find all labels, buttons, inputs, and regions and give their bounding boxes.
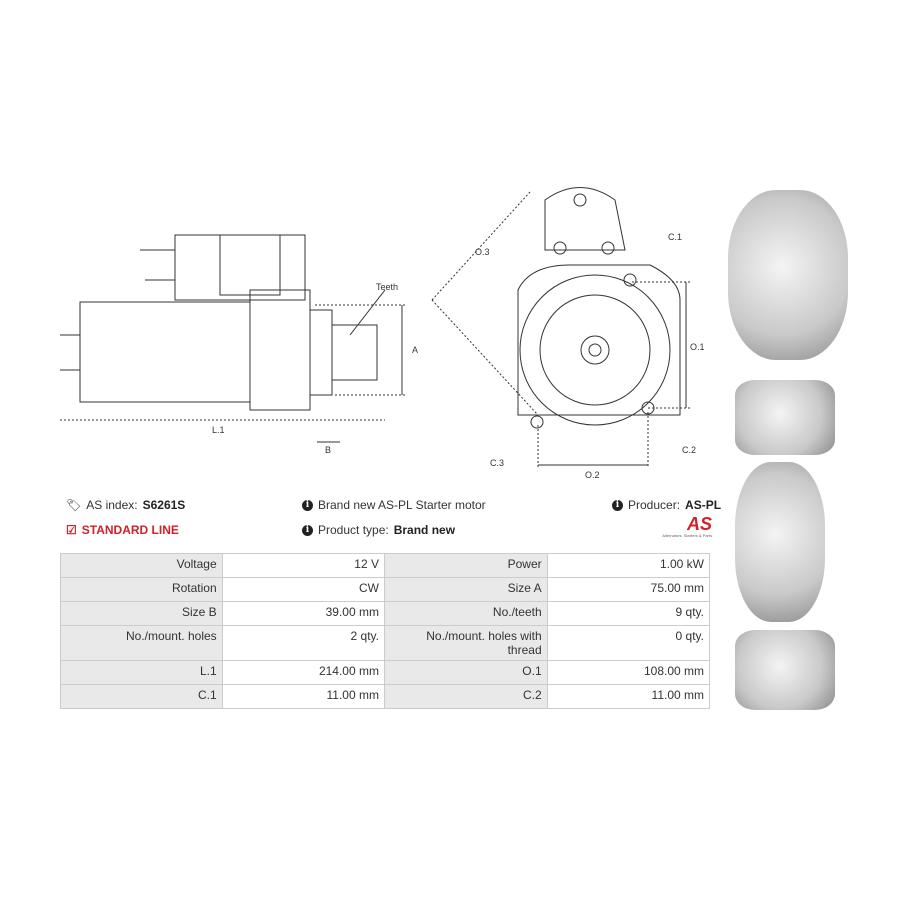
- spec-value: 39.00 mm: [221, 601, 385, 626]
- spec-label: No./mount. holes: [60, 625, 223, 661]
- side-view-drawing: [60, 234, 405, 443]
- info-icon: i: [612, 499, 623, 511]
- spec-value: 0 qty.: [546, 625, 711, 661]
- spec-value: 9 qty.: [546, 601, 711, 626]
- spec-label: Size B: [60, 601, 223, 626]
- tag-icon: 🏷: [66, 498, 82, 512]
- spec-label: C.2: [383, 684, 548, 709]
- front-view-drawing: [431, 187, 690, 467]
- label-c1: C.1: [668, 232, 682, 242]
- standard-line-label: STANDARD LINE: [81, 523, 179, 537]
- standard-line: ☑ STANDARD LINE: [66, 523, 179, 537]
- info-icon: i: [302, 524, 313, 536]
- spec-value: 11.00 mm: [546, 684, 711, 709]
- spec-label: Voltage: [60, 553, 223, 578]
- as-index: 🏷 AS index: S6261S: [66, 498, 185, 512]
- product-photo-rear[interactable]: [735, 462, 825, 622]
- spec-value: 1.00 kW: [546, 553, 711, 578]
- technical-drawing: Teeth A B L.1 O.3 C.1 O.1 C.2 C.3 O.2: [60, 187, 705, 480]
- producer: i Producer: AS-PL: [612, 498, 721, 512]
- label-teeth: Teeth: [376, 282, 398, 292]
- product-photo-front[interactable]: [728, 190, 848, 360]
- spec-value: 214.00 mm: [221, 660, 385, 685]
- as-index-value: S6261S: [142, 498, 186, 512]
- spec-value: 11.00 mm: [221, 684, 385, 709]
- product-type-value: Brand new: [393, 523, 456, 537]
- logo-text: AS: [686, 514, 712, 534]
- as-index-label: AS index:: [86, 498, 138, 512]
- spec-label: No./teeth: [383, 601, 548, 626]
- spec-label: Size A: [383, 577, 548, 602]
- description: i Brand new AS-PL Starter motor: [302, 498, 486, 512]
- spec-value: 108.00 mm: [546, 660, 711, 685]
- spec-label: C.1: [60, 684, 223, 709]
- label-b: B: [325, 445, 331, 455]
- label-a: A: [412, 345, 418, 355]
- spec-label: No./mount. holes with thread: [383, 625, 548, 661]
- spec-label: L.1: [60, 660, 223, 685]
- spec-label: Power: [383, 553, 548, 578]
- spec-label: Rotation: [60, 577, 223, 602]
- logo-tagline: Alternators, Starters & Parts: [662, 533, 712, 538]
- product-photo-side[interactable]: [735, 380, 835, 455]
- label-l1: L.1: [212, 425, 225, 435]
- product-photo-side-2[interactable]: [735, 630, 835, 710]
- product-type-label: Product type:: [318, 523, 389, 537]
- product-type: i Product type: Brand new: [302, 523, 455, 537]
- spec-value: CW: [221, 577, 385, 602]
- spec-value: 75.00 mm: [546, 577, 711, 602]
- spec-label: O.1: [383, 660, 548, 685]
- producer-label: Producer:: [628, 498, 681, 512]
- checkbox-icon: ☑: [66, 523, 77, 537]
- producer-value: AS-PL: [685, 498, 722, 512]
- label-o1: O.1: [690, 342, 705, 352]
- label-c2: C.2: [682, 445, 696, 455]
- spec-value: 2 qty.: [221, 625, 385, 661]
- spec-value: 12 V: [221, 553, 385, 578]
- label-c3: C.3: [490, 458, 504, 468]
- info-icon: i: [302, 499, 313, 511]
- description-text: Brand new AS-PL Starter motor: [318, 498, 486, 512]
- label-o3: O.3: [475, 247, 490, 257]
- label-o2: O.2: [585, 470, 600, 480]
- as-logo: AS Alternators, Starters & Parts: [650, 515, 712, 538]
